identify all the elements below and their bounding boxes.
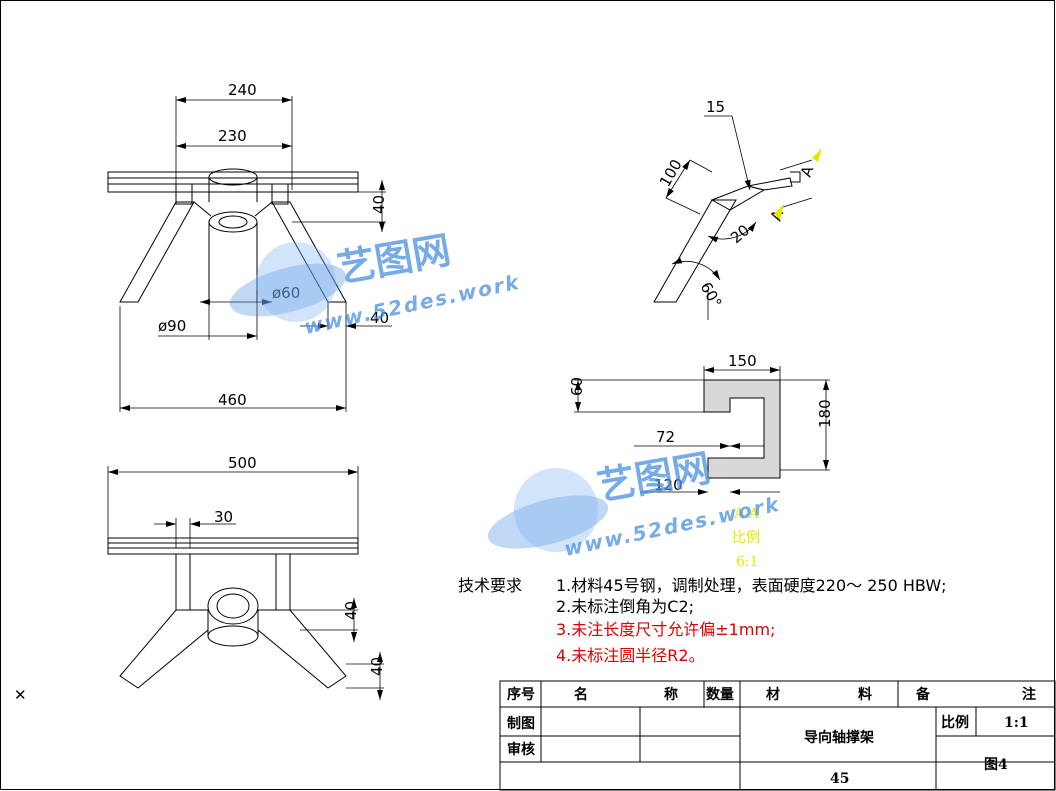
row-drawn: 制图 bbox=[507, 715, 535, 732]
col-note-b: 注 bbox=[1022, 686, 1036, 703]
section-view bbox=[703, 379, 781, 479]
dim-60-section: 60 bbox=[568, 377, 586, 396]
tech-requirement-1: 1.材料45号钢，调制处理，表面硬度220～ 250 HBW; bbox=[556, 576, 947, 595]
top-view-dimensions bbox=[107, 466, 384, 700]
row-check: 审核 bbox=[507, 741, 535, 758]
tech-requirements-heading: 技术要求 bbox=[458, 576, 522, 595]
section-arrow-top bbox=[812, 148, 822, 162]
dim-180: 180 bbox=[816, 399, 834, 428]
watermark-cn-2: 艺图网 bbox=[594, 446, 714, 509]
material-value: 45 bbox=[830, 771, 849, 787]
scale-label: 比例 bbox=[941, 714, 969, 731]
watermark-1: 艺图网 www.52des.work bbox=[229, 228, 523, 339]
view-mark-x: ✕ bbox=[14, 686, 27, 704]
section-label-aa: A-A bbox=[733, 506, 760, 522]
col-name-b: 称 bbox=[664, 686, 678, 703]
dim-150: 150 bbox=[728, 352, 757, 370]
watermark-cn-1: 艺图网 bbox=[334, 228, 454, 291]
col-mat-a: 材 bbox=[766, 686, 780, 703]
col-mat-b: 料 bbox=[858, 686, 872, 703]
tech-requirement-4: 4.未标注圆半径R2。 bbox=[556, 646, 705, 665]
tech-requirement-2: 2.未标注倒角为C2; bbox=[556, 597, 694, 616]
dim-40-top-b: 40 bbox=[368, 657, 386, 676]
dim-15: 15 bbox=[706, 98, 725, 116]
drawing-number: 图4 bbox=[984, 757, 1008, 773]
dim-120: 120 bbox=[654, 476, 683, 494]
scale-value: 1:1 bbox=[1004, 715, 1029, 731]
section-view-dimensions bbox=[574, 366, 830, 495]
dim-40-top-a: 40 bbox=[342, 601, 360, 620]
col-name-a: 名 bbox=[574, 686, 588, 703]
front-view-dimensions bbox=[119, 96, 392, 412]
side-view-dimensions bbox=[665, 115, 813, 320]
dim-30: 30 bbox=[214, 508, 233, 526]
tech-requirement-3: 3.未注长度尺寸允许偏±1mm; bbox=[556, 620, 775, 639]
col-note-a: 备 bbox=[915, 686, 931, 703]
dim-230: 230 bbox=[218, 127, 247, 145]
dim-40-front: 40 bbox=[370, 195, 388, 214]
dim-240: 240 bbox=[228, 81, 257, 99]
dim-60deg: 60° bbox=[697, 279, 726, 311]
title-block bbox=[499, 680, 1056, 791]
dim-dia60: ø60 bbox=[272, 284, 300, 302]
dim-20: 20 bbox=[727, 221, 753, 247]
side-view bbox=[653, 171, 801, 303]
top-view bbox=[107, 537, 359, 689]
part-name: 导向轴撑架 bbox=[804, 729, 874, 746]
dim-460: 460 bbox=[218, 391, 247, 409]
section-label-scale: 比例 bbox=[732, 530, 760, 546]
section-arrow-bottom bbox=[774, 204, 784, 220]
front-view bbox=[107, 168, 359, 303]
col-qty: 数量 bbox=[706, 686, 734, 703]
dim-500: 500 bbox=[228, 454, 257, 472]
dim-dia90: ø90 bbox=[158, 317, 186, 335]
section-label-ratio: 6:1 bbox=[736, 554, 759, 570]
dim-40-leg: 40 bbox=[370, 309, 389, 327]
col-seq: 序号 bbox=[507, 686, 535, 703]
dim-72: 72 bbox=[656, 428, 675, 446]
